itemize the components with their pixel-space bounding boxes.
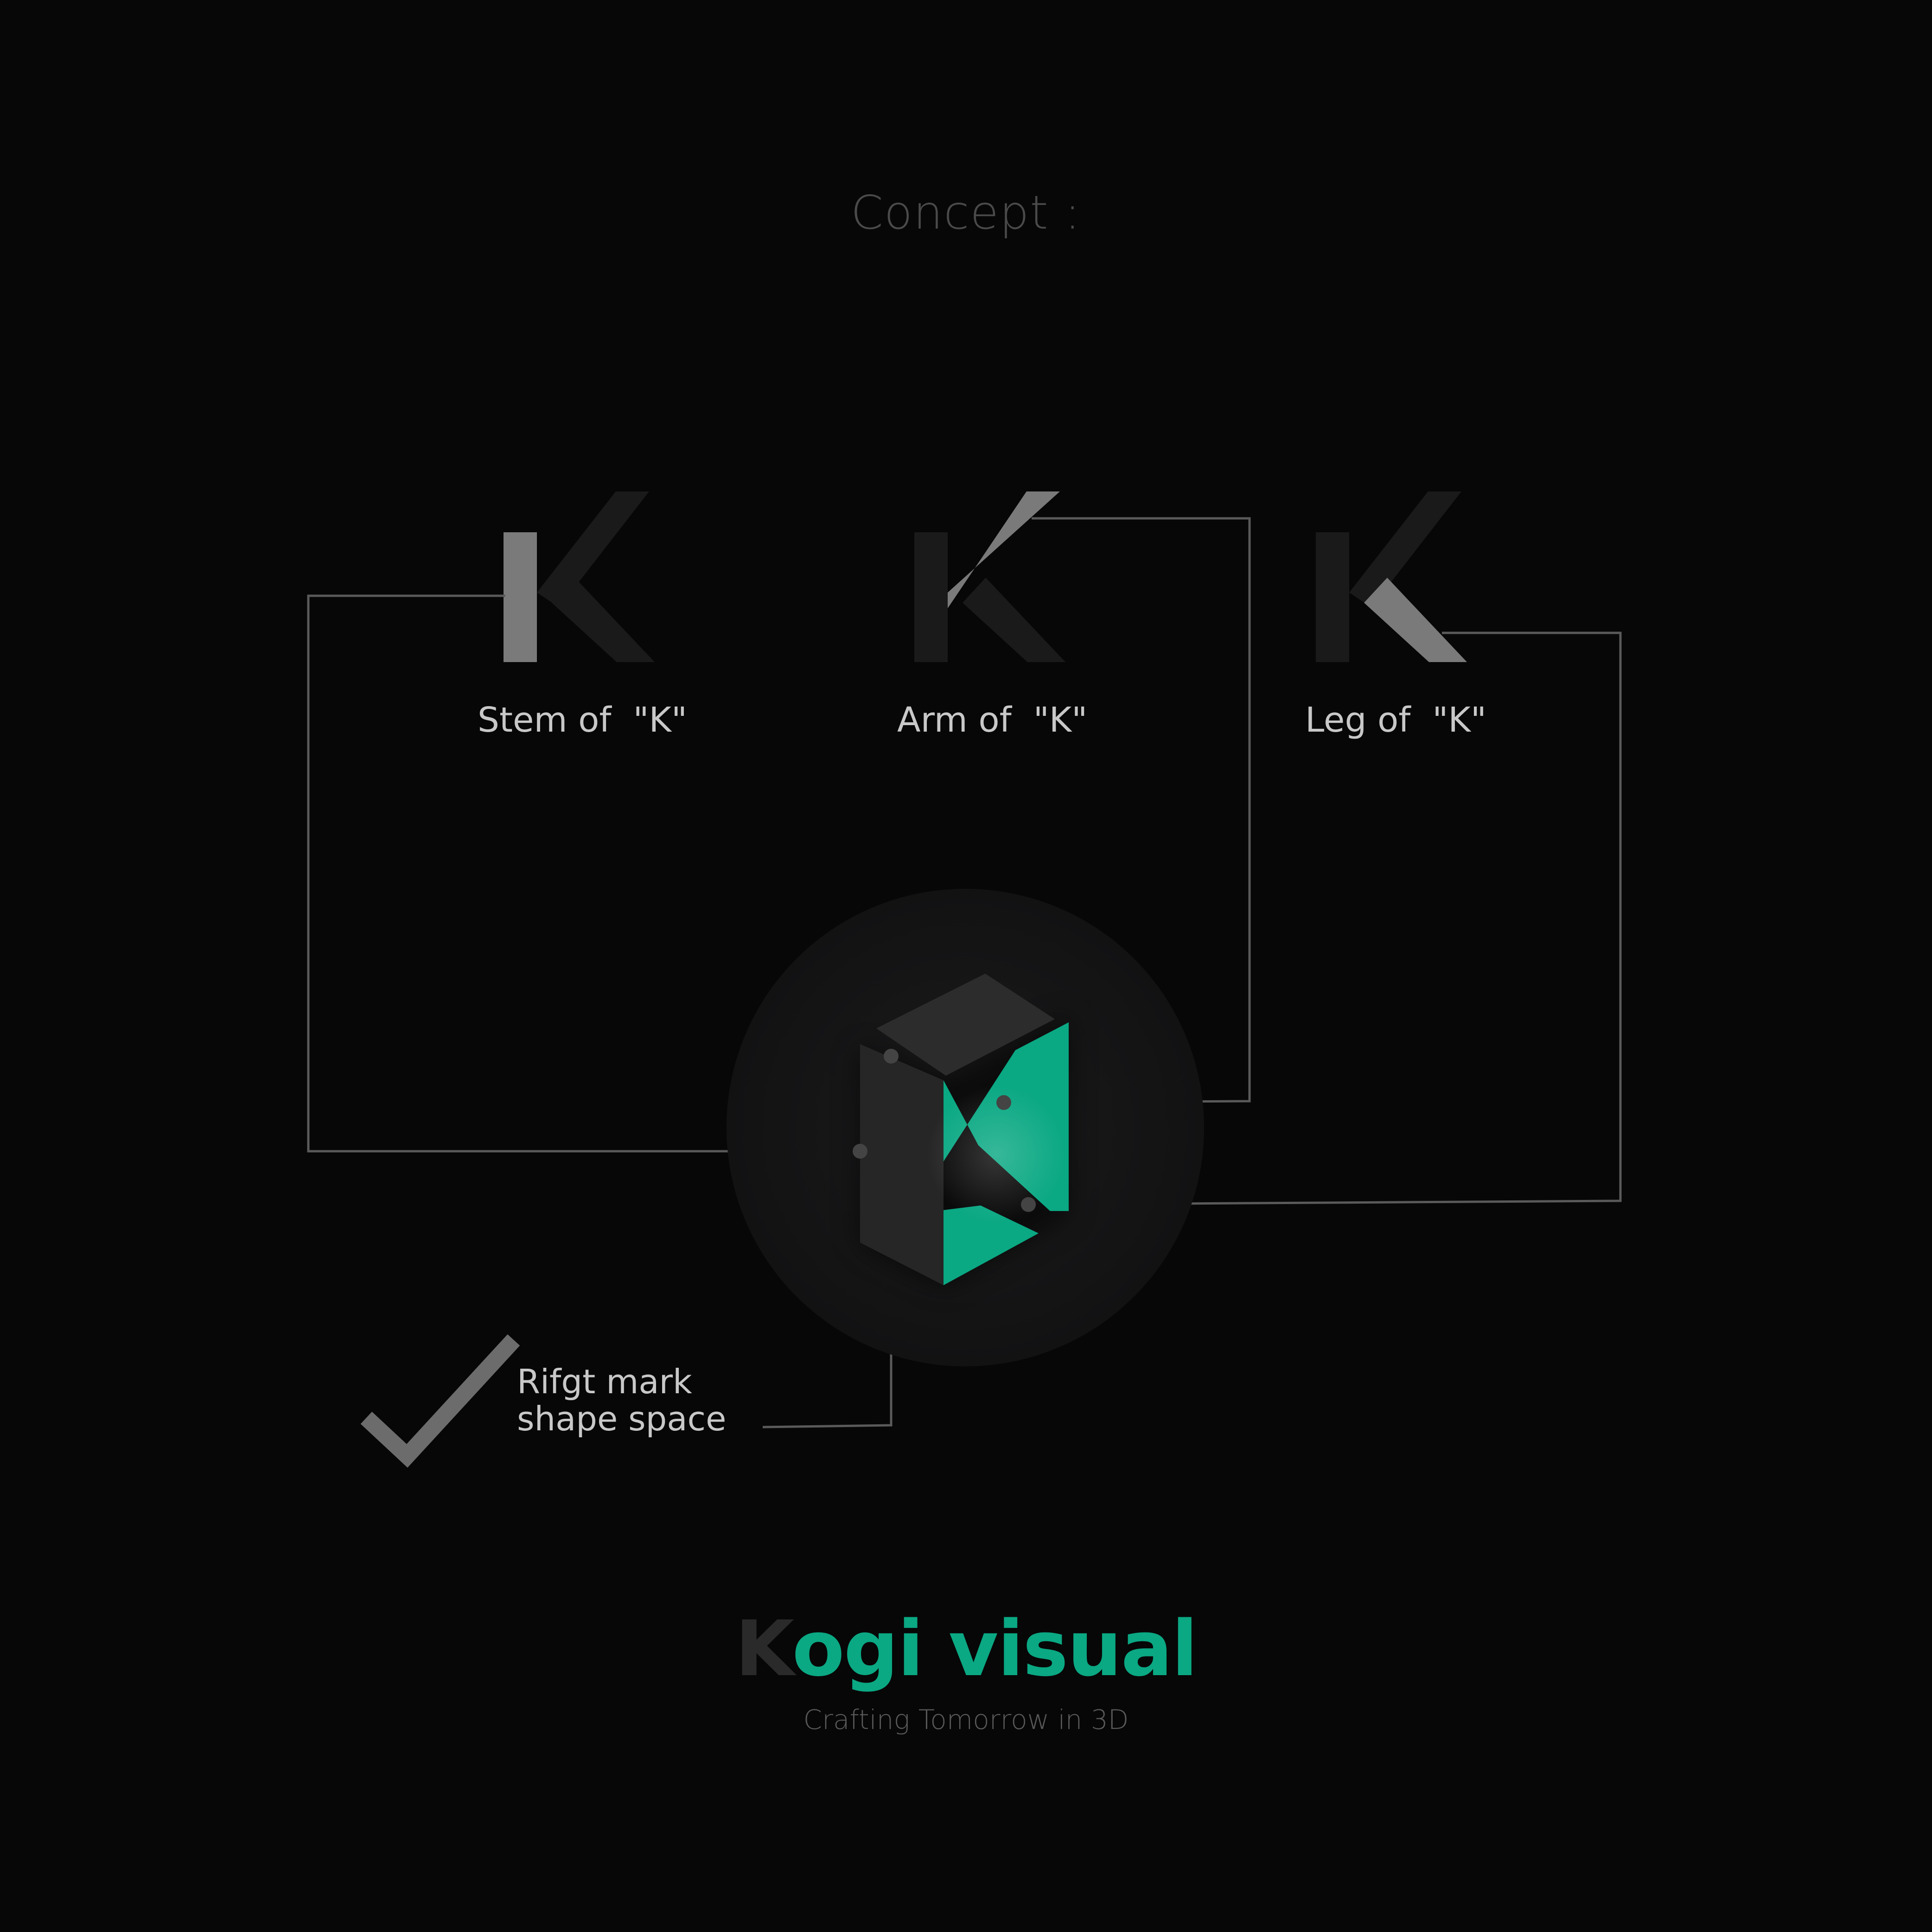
brand-name-rest: ogi visual: [792, 1604, 1198, 1693]
arm-label: Arm of "K": [897, 700, 1088, 740]
leg-k-icon: [1316, 491, 1467, 662]
anchor-top: [884, 1049, 899, 1064]
right-mark-note: Rifgt mark shape space: [517, 1363, 726, 1437]
logo-left-face: [860, 1044, 944, 1285]
page-title: Concept :: [850, 185, 1082, 240]
k2-stem: [914, 532, 948, 662]
k1-stem: [504, 532, 537, 662]
anchor-arm: [996, 1095, 1011, 1110]
brand-k: K: [735, 1604, 793, 1693]
note-line-1: Rifgt mark: [517, 1362, 692, 1401]
k2-arm: [948, 491, 1060, 608]
k1-leg: [552, 578, 655, 662]
stem-k-icon: [504, 491, 655, 662]
logo-top-face: [876, 974, 1055, 1076]
k3-stem: [1316, 532, 1349, 662]
anchor-leg: [1021, 1197, 1036, 1212]
k3-arm: [1349, 491, 1461, 607]
kogi-3d-logo-icon: [853, 974, 1069, 1287]
brand-tagline: Crafting Tomorrow in 3D: [803, 1704, 1129, 1735]
anchor-stem: [853, 1144, 867, 1159]
leg-label: Leg of "K": [1305, 700, 1486, 740]
arm-k-icon: [914, 491, 1065, 662]
stem-connector: [307, 594, 860, 1153]
note-line-2: shape space: [517, 1399, 727, 1438]
k2-leg: [963, 578, 1065, 662]
leg-connector: [1028, 631, 1622, 1206]
stem-label: Stem of "K": [478, 700, 688, 740]
k3-leg: [1364, 578, 1467, 662]
brand-wordmark: Kogi visual: [0, 1604, 1932, 1693]
logo-leg-face: [944, 1205, 1039, 1285]
checkmark-icon: [360, 1334, 520, 1468]
logo-glow: [927, 1085, 1066, 1224]
k1-arm: [537, 491, 649, 607]
